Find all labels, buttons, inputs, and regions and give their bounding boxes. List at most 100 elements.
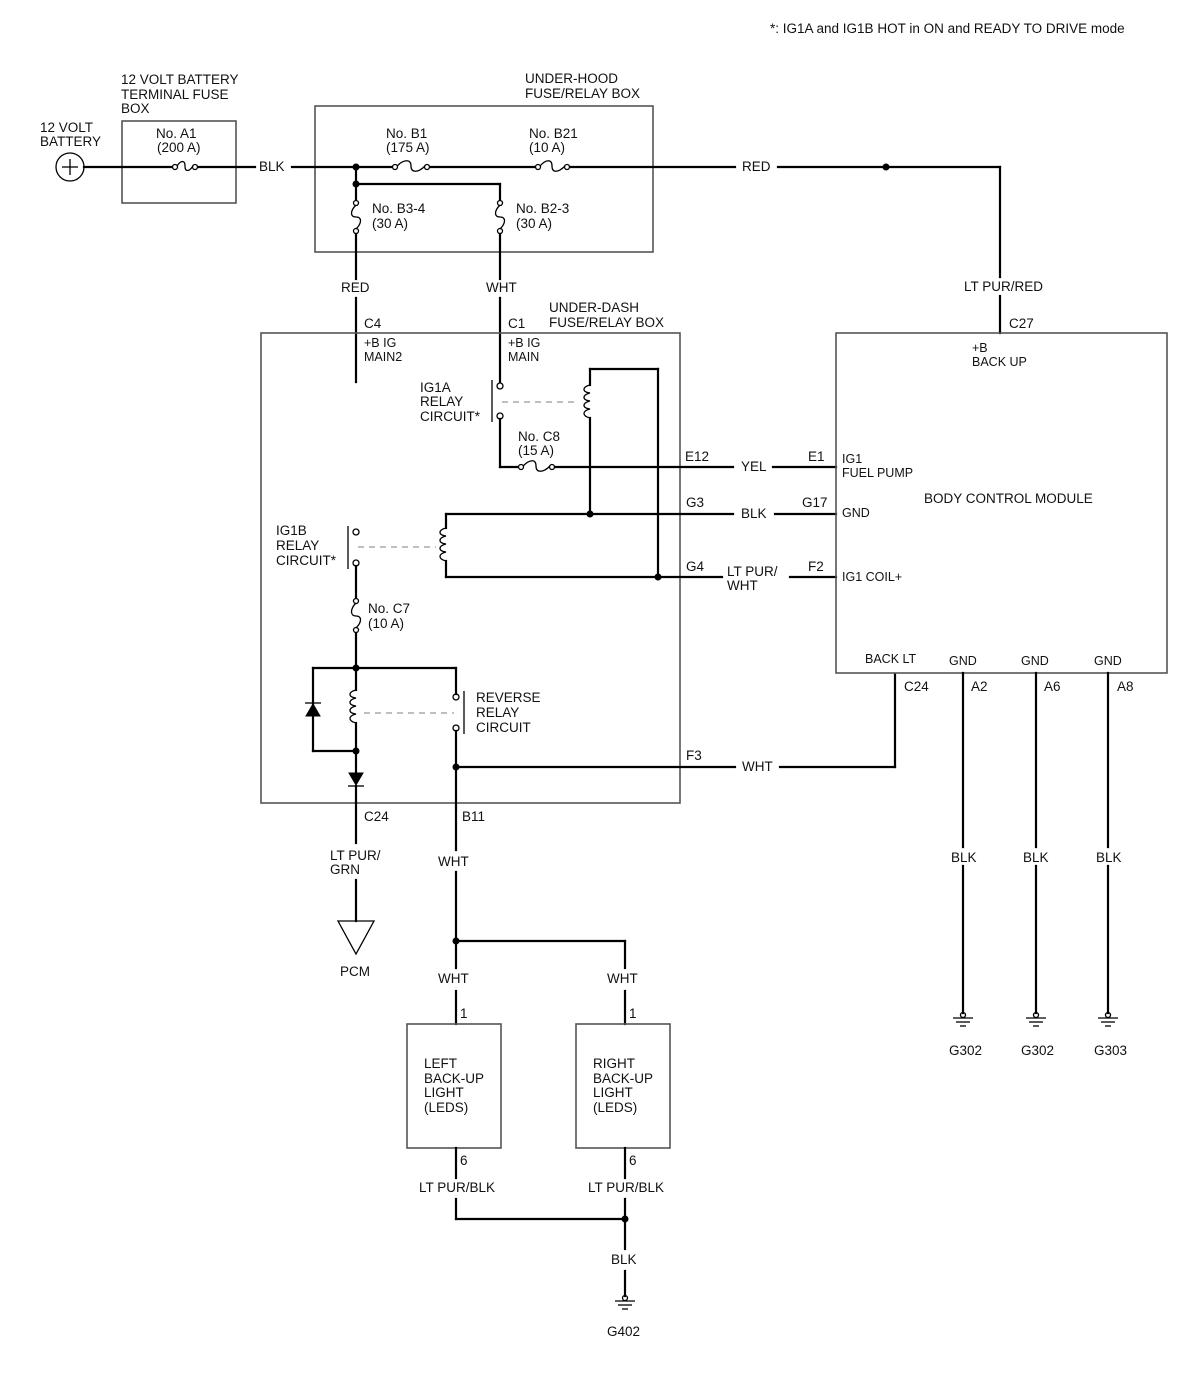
ig1a-relay-switch: [491, 380, 504, 422]
under-hood-box: [314, 105, 654, 253]
fuse-b1-rating: (175 A): [386, 140, 430, 155]
wire-blk-g303: BLK: [1096, 850, 1122, 865]
fuse-b1-name: No. B1: [386, 126, 427, 141]
connector-a6: A6: [1044, 679, 1061, 694]
ig1b-relay-label-2: RELAY: [276, 538, 319, 553]
wire-lt-pur-wht: LT PUR/: [727, 564, 778, 579]
fuse-b1: [391, 160, 431, 172]
reverse-relay-coil: [349, 689, 357, 724]
bcm-terminal-ig1: IG1: [842, 452, 862, 466]
reverse-relay-label: REVERSE: [476, 690, 541, 705]
ig1a-relay-label: IG1A: [420, 380, 451, 395]
fuse-a1-rating: (200 A): [157, 140, 201, 155]
pcm-label: PCM: [340, 964, 370, 979]
ig1a-relay-coil: [583, 384, 591, 419]
wire-red-top: RED: [742, 159, 771, 174]
bcm-terminal-gnd-1: GND: [949, 654, 977, 668]
wire-lt-pur-grn-2: GRN: [330, 862, 360, 877]
left-light-pin-6: 6: [460, 1153, 468, 1168]
ground-g303-icon: [1098, 1011, 1118, 1027]
terminal-fuse-box-label: 12 VOLT BATTERY: [121, 72, 239, 87]
fuse-b21-rating: (10 A): [529, 140, 565, 155]
wire-blk-main: BLK: [259, 159, 285, 174]
wire-lt-pur-blk-left: LT PUR/BLK: [419, 1180, 495, 1195]
bcm-terminal-backup-2: BACK UP: [972, 355, 1027, 369]
wire-wht-left: WHT: [438, 971, 469, 986]
connector-b11: B11: [462, 809, 485, 824]
connector-a8: A8: [1117, 679, 1134, 694]
under-hood-box-label: UNDER-HOOD: [525, 71, 618, 86]
fuse-c8-rating: (15 A): [518, 443, 554, 458]
connector-e1: E1: [808, 449, 825, 464]
under-hood-box-label-2: FUSE/RELAY BOX: [525, 86, 640, 101]
left-light-label-2: BACK-UP: [424, 1071, 484, 1086]
reverse-relay-label-2: RELAY: [476, 705, 519, 720]
ig1b-relay-coil: [439, 527, 447, 562]
bcm-terminal-gnd: GND: [842, 506, 870, 520]
ig1b-relay-label: IG1B: [276, 523, 307, 538]
ig1a-relay-label-3: CIRCUIT*: [420, 409, 481, 424]
terminal-fuse-box-label-2: TERMINAL FUSE: [121, 87, 229, 102]
body-control-module: [835, 332, 1168, 674]
fuse-b23-name: No. B2-3: [516, 201, 569, 216]
right-light-label-2: BACK-UP: [593, 1071, 653, 1086]
right-light-label-4: (LEDS): [593, 1100, 637, 1115]
wire-wht-c1: WHT: [486, 280, 517, 295]
suppression-diode-icon: [305, 703, 321, 717]
battery-label-2: BATTERY: [40, 134, 101, 149]
terminal-ig-main: +B IG: [508, 336, 540, 350]
left-backup-light: [406, 1023, 502, 1149]
fuse-b23-rating: (30 A): [516, 216, 552, 231]
wire-lt-pur-wht-2: WHT: [727, 578, 758, 593]
pcm-arrow-icon: [336, 920, 376, 956]
bcm-terminal-gnd-2: GND: [1021, 654, 1049, 668]
battery: [55, 152, 85, 182]
right-light-label: RIGHT: [593, 1056, 635, 1071]
left-light-pin-1: 1: [460, 1006, 468, 1021]
ground-g302b: G302: [1021, 1043, 1054, 1058]
wire-lt-pur-grn: LT PUR/: [330, 848, 381, 863]
under-dash-box-label: UNDER-DASH: [549, 300, 639, 315]
ig1b-relay-label-3: CIRCUIT*: [276, 553, 337, 568]
isolation-diode-icon: [348, 772, 364, 786]
wire-blk-g302a: BLK: [951, 850, 977, 865]
right-light-label-3: LIGHT: [593, 1085, 633, 1100]
connector-g17: G17: [802, 495, 828, 510]
ground-g303: G303: [1094, 1043, 1127, 1058]
right-light-pin-1: 1: [629, 1006, 637, 1021]
wire-lt-pur-blk-right: LT PUR/BLK: [588, 1180, 664, 1195]
wire-wht-b11: WHT: [438, 854, 469, 869]
connector-c1: C1: [508, 316, 525, 331]
wire-red-c4: RED: [341, 280, 370, 295]
left-light-label-4: (LEDS): [424, 1100, 468, 1115]
ground-g402-icon: [615, 1294, 635, 1310]
wire-blk-g302b: BLK: [1023, 850, 1049, 865]
fuse-b21: [534, 160, 571, 172]
ground-g302a-icon: [953, 1011, 973, 1027]
fuse-c8: [517, 460, 556, 472]
connector-g3: G3: [686, 495, 704, 510]
connector-g4: G4: [686, 559, 705, 574]
bcm-terminal-coil: IG1 COIL+: [842, 570, 902, 584]
connector-c27: C27: [1009, 316, 1034, 331]
fuse-c8-name: No. C8: [518, 429, 560, 444]
wire-blk-g402: BLK: [611, 1252, 637, 1267]
under-dash-box-label-2: FUSE/RELAY BOX: [549, 315, 664, 330]
footnote: *: IG1A and IG1B HOT in ON and READY TO …: [770, 21, 1125, 36]
ig1a-relay-label-2: RELAY: [420, 394, 463, 409]
fuse-b34-rating: (30 A): [372, 216, 408, 231]
fuse-c7: [350, 597, 362, 634]
connector-c4: C4: [364, 316, 382, 331]
fuse-b34-name: No. B3-4: [372, 201, 426, 216]
terminal-ig-main-b: MAIN: [508, 350, 539, 364]
fuse-a1: [171, 160, 199, 172]
left-light-label-3: LIGHT: [424, 1085, 464, 1100]
right-light-pin-6: 6: [629, 1153, 637, 1168]
terminal-fuse-box: [121, 120, 237, 204]
fuse-c7-name: No. C7: [368, 601, 410, 616]
connector-c24-dash: C24: [364, 809, 389, 824]
ground-g302a: G302: [949, 1043, 982, 1058]
connector-a2: A2: [971, 679, 988, 694]
battery-label: 12 VOLT: [40, 120, 93, 135]
terminal-fuse-box-label-3: BOX: [121, 101, 150, 116]
